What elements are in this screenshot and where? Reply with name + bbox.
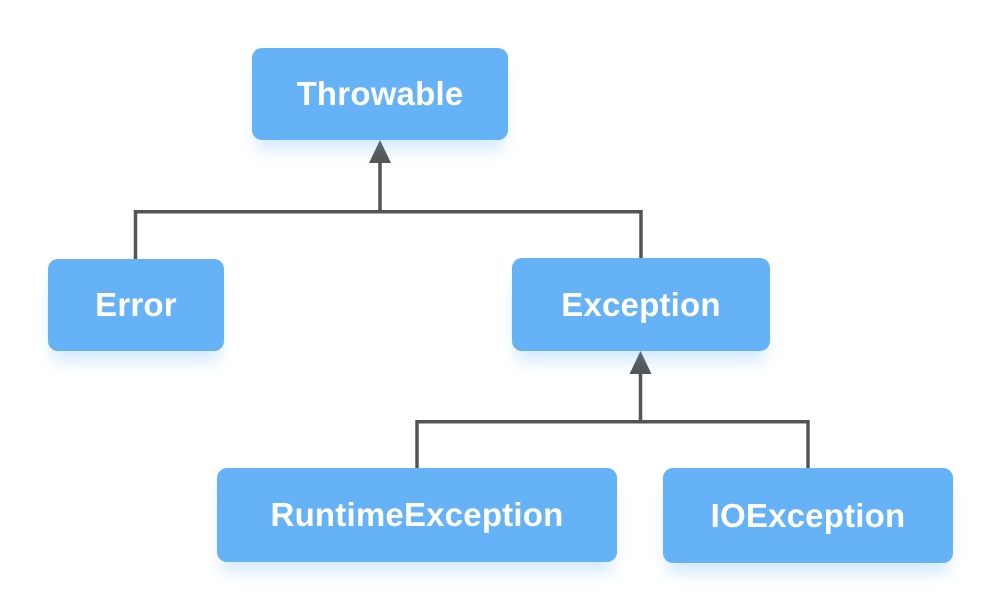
node-io-exception-label: IOException	[710, 496, 906, 534]
node-error-label: Error	[95, 286, 177, 323]
node-exception-label: Exception	[561, 285, 721, 323]
connector-runtime-io-bracket	[415, 420, 810, 468]
connector-error-exception-bracket	[133, 210, 643, 259]
node-runtime-exception: RuntimeException	[217, 468, 617, 562]
node-exception: Exception	[512, 258, 770, 351]
node-io-exception: IOException	[663, 468, 953, 563]
node-runtime-exception-label: RuntimeException	[270, 496, 564, 533]
arrowhead-to-exception-icon	[629, 351, 652, 374]
node-throwable-label: Throwable	[296, 75, 464, 112]
node-throwable: Throwable	[252, 48, 508, 140]
arrowhead-to-throwable-icon	[369, 140, 391, 163]
node-error: Error	[48, 259, 224, 351]
